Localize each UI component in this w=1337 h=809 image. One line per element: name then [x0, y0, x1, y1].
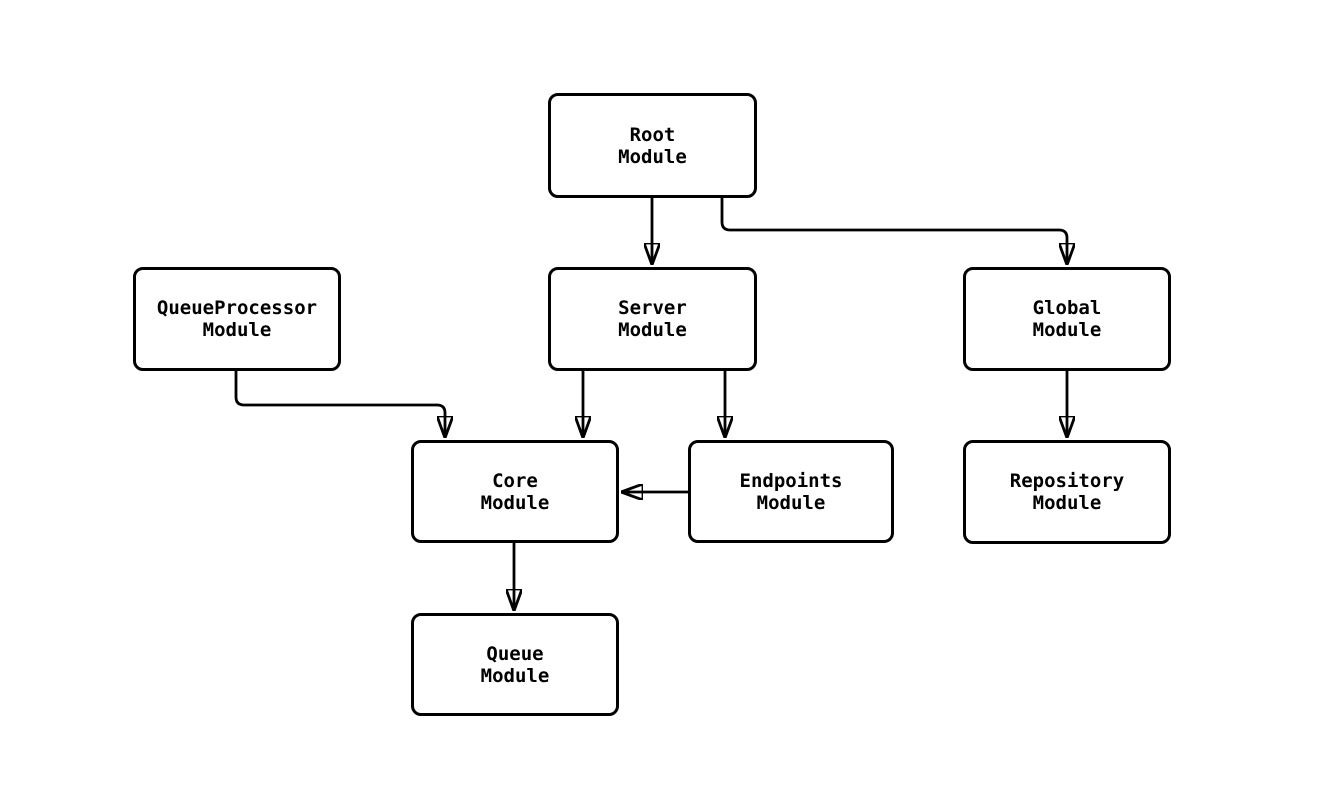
edge-queueprocessor-to-core — [234, 371, 445, 437]
node-queueprocessor-module: QueueProcessor Module — [133, 267, 341, 371]
node-global-module-label: Global Module — [1032, 297, 1102, 341]
node-repository-module: Repository Module — [963, 440, 1171, 544]
edge-root-to-global — [720, 198, 1067, 264]
node-queueprocessor-module-label: QueueProcessor Module — [156, 297, 318, 341]
node-queue-module: Queue Module — [411, 613, 619, 716]
node-root-module: Root Module — [548, 93, 757, 198]
node-global-module: Global Module — [963, 267, 1171, 371]
node-queue-module-label: Queue Module — [480, 642, 550, 687]
node-root-module-label: Root Module — [618, 123, 687, 168]
node-repository-module-label: Repository Module — [1009, 470, 1125, 514]
node-core-module: Core Module — [411, 440, 619, 543]
node-endpoints-module-label: Endpoints Module — [739, 469, 843, 514]
node-server-module: Server Module — [548, 267, 757, 371]
node-core-module-label: Core Module — [480, 469, 550, 514]
node-server-module-label: Server Module — [618, 297, 687, 341]
node-endpoints-module: Endpoints Module — [688, 440, 894, 543]
